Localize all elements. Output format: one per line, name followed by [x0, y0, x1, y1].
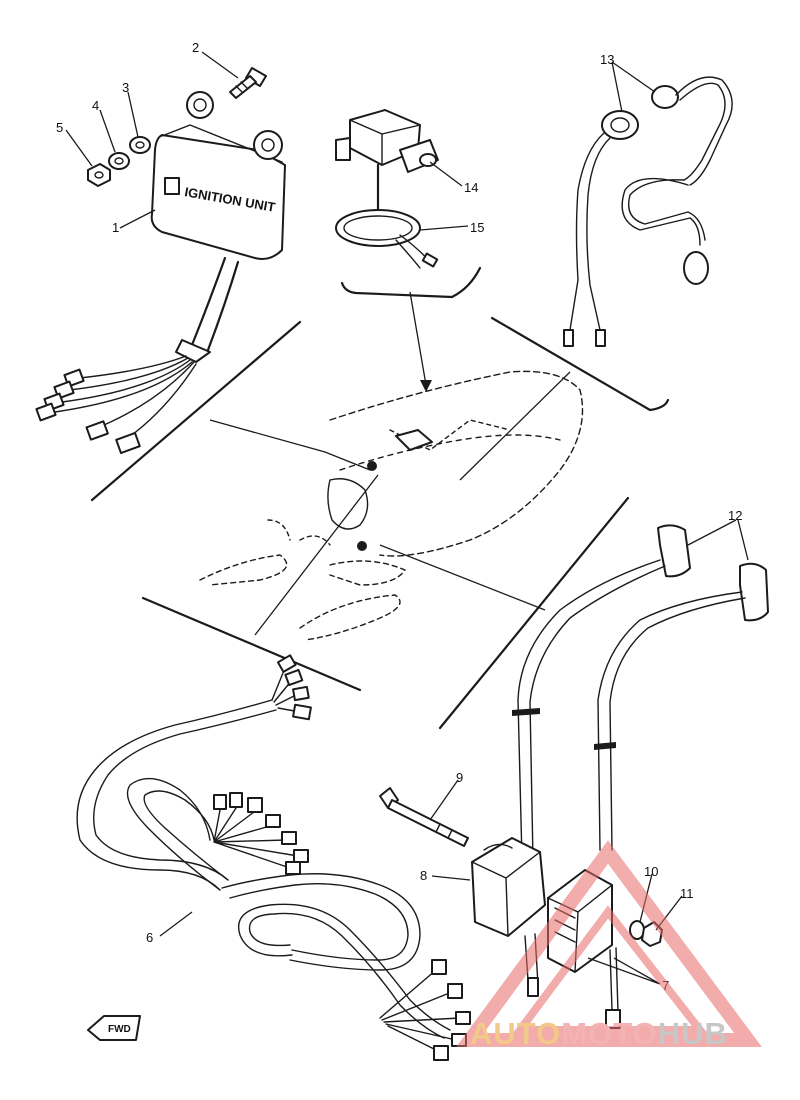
engine-outline — [199, 370, 584, 641]
watermark-text: AUTOMOTOHUB — [470, 1016, 728, 1052]
washer-4 — [108, 152, 130, 170]
callout-5: 5 — [56, 120, 63, 135]
callout-3: 3 — [122, 80, 129, 95]
bolt-9 — [379, 787, 469, 847]
callout-14: 14 — [464, 180, 478, 195]
watermark-logo-icon — [456, 840, 762, 1047]
harness-connectors-top — [271, 654, 312, 721]
bolt-2 — [229, 67, 267, 99]
callout-15: 15 — [470, 220, 484, 235]
watermark-part-auto: AUTO — [470, 1016, 562, 1051]
callout-leaders — [65, 51, 749, 985]
callout-9: 9 — [456, 770, 463, 785]
callout-10: 10 — [644, 864, 658, 879]
spark-plug-leads-12 — [512, 524, 769, 861]
callout-4: 4 — [92, 98, 99, 113]
ignition-coil-8 — [471, 837, 546, 997]
callout-13: 13 — [600, 52, 614, 67]
callout-12: 12 — [728, 508, 742, 523]
ignition-unit-connectors — [35, 355, 197, 454]
watermark-part-moto: MOTO — [561, 1016, 658, 1051]
callout-11: 11 — [680, 886, 694, 901]
nut-5 — [87, 163, 111, 187]
band-15 — [335, 209, 439, 269]
callout-2: 2 — [192, 40, 199, 55]
coil-7 — [547, 869, 621, 1029]
callout-6: 6 — [146, 930, 153, 945]
ignition-unit: IGNITION UNIT — [35, 91, 286, 454]
harness-connectors-middle — [213, 792, 309, 875]
cable-13 — [563, 76, 733, 347]
wire-harness-6 — [76, 654, 471, 1061]
relay-14 — [335, 109, 439, 212]
callout-8: 8 — [420, 868, 427, 883]
callout-1: 1 — [112, 220, 119, 235]
bracket-lines — [90, 266, 670, 730]
washer-3 — [129, 136, 151, 154]
harness-connectors-bottom — [379, 959, 471, 1061]
forward-arrow: FWD — [87, 1015, 141, 1041]
forward-label: FWD — [108, 1024, 131, 1035]
watermark-part-hub: HUB — [657, 1016, 728, 1051]
